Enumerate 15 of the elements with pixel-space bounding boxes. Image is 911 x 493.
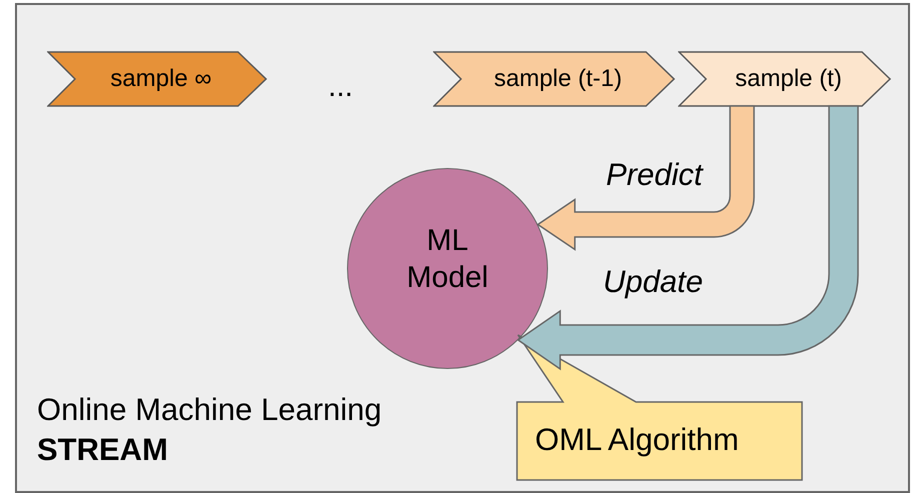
model-label: ML Model [406,222,490,296]
sample-chevron [47,51,267,107]
block-arrow [537,105,755,250]
speech-callout [516,334,803,481]
block-arrow [517,105,859,370]
sample-label: sample (t) [734,65,842,93]
callout-text: OML Algorithm [535,422,739,458]
sample-chevron [433,51,675,107]
sample-chevron [678,51,891,107]
sample-label: sample (t-1) [492,65,622,93]
panel-subtitle: STREAM [37,431,168,469]
sample-label: sample ∞ [109,65,212,93]
ellipsis-text: ... [328,70,354,104]
panel-title: Online Machine Learning [37,391,382,429]
stream-panel [15,3,910,493]
